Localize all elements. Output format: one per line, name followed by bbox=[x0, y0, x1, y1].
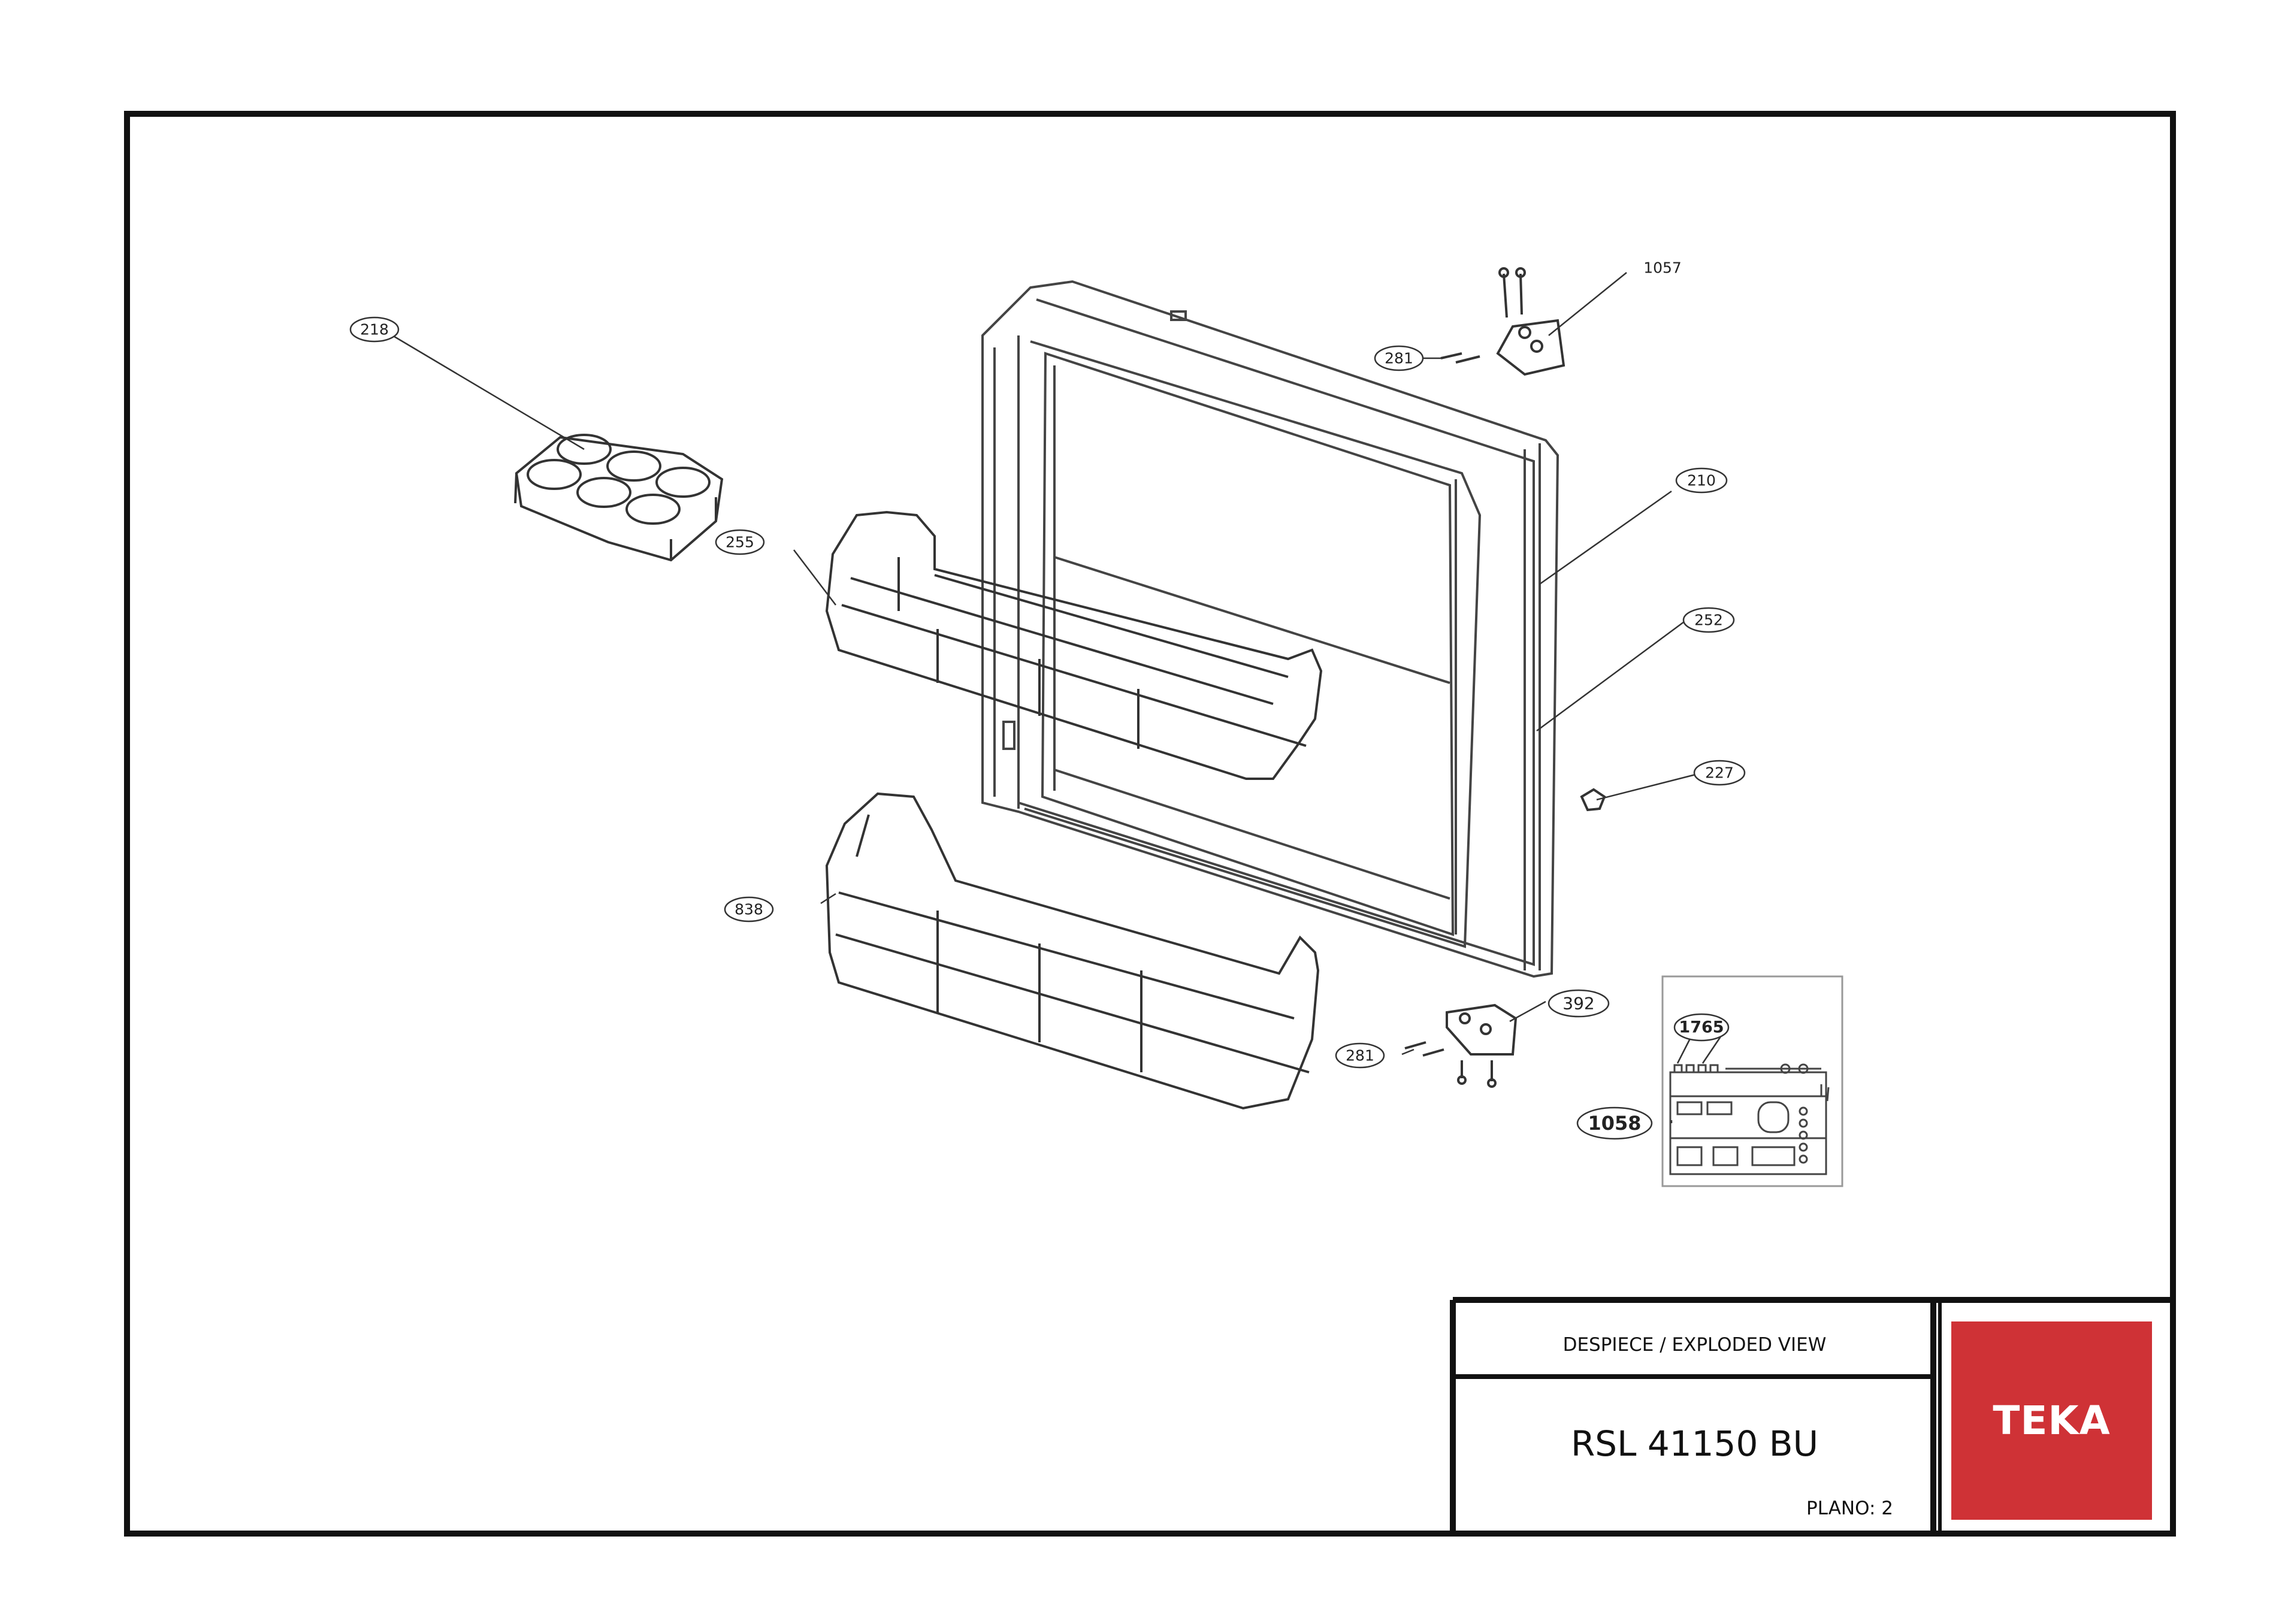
callout-bubbles bbox=[349, 316, 1746, 1140]
sheet-number: PLANO: 2 bbox=[1806, 1498, 1893, 1519]
cap-part bbox=[1580, 788, 1606, 812]
callout-281a-bubble bbox=[1374, 345, 1424, 371]
title-block bbox=[1450, 1297, 2173, 1534]
callout-281a: 281 bbox=[1385, 350, 1413, 367]
callout-1765-bubble bbox=[1673, 1013, 1730, 1042]
leader-lines bbox=[392, 272, 1724, 1123]
teka-logo: TEKA bbox=[1951, 1321, 2152, 1520]
drawing-subtitle: DESPIECE / EXPLODED VIEW bbox=[1562, 1334, 1827, 1356]
callout-838: 838 bbox=[735, 901, 763, 918]
callout-281b: 281 bbox=[1346, 1047, 1374, 1064]
callout-218-bubble bbox=[349, 316, 400, 343]
callout-252: 252 bbox=[1694, 612, 1723, 629]
callout-1057: 1057 bbox=[1643, 259, 1682, 277]
callout-210-bubble bbox=[1675, 467, 1728, 494]
door-panel-part bbox=[981, 280, 1559, 978]
callout-838-bubble bbox=[724, 896, 774, 923]
callout-252-bubble bbox=[1682, 607, 1735, 633]
model-number: RSL 41150 BU bbox=[1570, 1423, 1819, 1464]
callout-218: 218 bbox=[360, 321, 389, 338]
callout-255: 255 bbox=[726, 534, 754, 551]
callout-227: 227 bbox=[1705, 764, 1734, 782]
callout-255-bubble bbox=[715, 529, 765, 555]
callout-1765: 1765 bbox=[1679, 1018, 1724, 1037]
callout-281b-bubble bbox=[1335, 1042, 1385, 1069]
callout-392: 392 bbox=[1562, 994, 1594, 1014]
upper-door-bin-part bbox=[825, 510, 1323, 780]
bottom-hinge-bracket-part bbox=[1404, 1003, 1518, 1088]
logo-wordmark: TEKA bbox=[1993, 1398, 2111, 1444]
lower-door-bin-part bbox=[825, 792, 1320, 1110]
callout-392-bubble bbox=[1547, 989, 1610, 1018]
callout-227-bubble bbox=[1693, 760, 1746, 786]
top-hinge-bracket-part bbox=[1440, 267, 1565, 376]
callout-1058-bubble bbox=[1576, 1106, 1653, 1140]
callout-1058: 1058 bbox=[1588, 1112, 1641, 1135]
drawing-frame bbox=[124, 111, 2176, 1537]
egg-tray-part bbox=[514, 434, 724, 562]
callout-210: 210 bbox=[1687, 472, 1716, 489]
callout-labels: 218 255 838 1057 281 210 252 227 392 281… bbox=[360, 259, 1734, 1135]
parts-kit-box bbox=[1661, 975, 1843, 1187]
